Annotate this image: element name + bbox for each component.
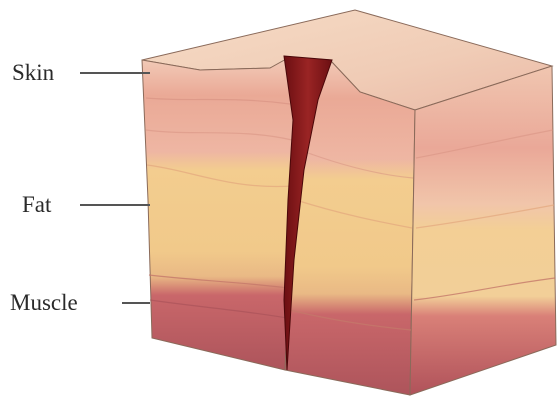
muscle-leader-line [122, 302, 150, 304]
skin-label: Skin [12, 61, 54, 84]
side-face [410, 66, 556, 395]
skin-leader-line [80, 72, 150, 74]
fat-label: Fat [22, 193, 51, 216]
muscle-label: Muscle [10, 291, 78, 314]
fat-leader-line [80, 204, 150, 206]
front-face [142, 58, 300, 370]
